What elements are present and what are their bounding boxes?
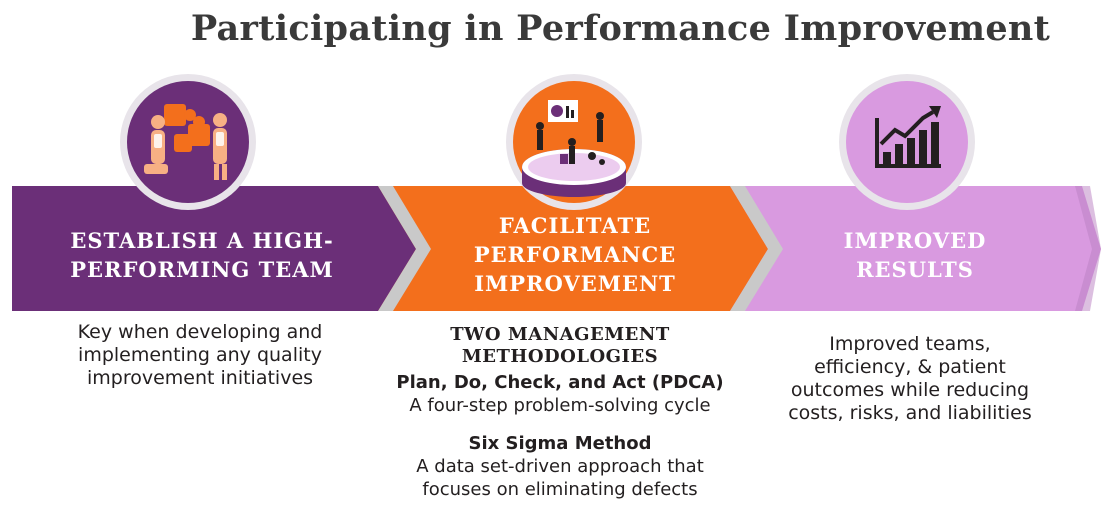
methodologies-heading: TWO MANAGEMENT METHODOLOGIES [450, 324, 670, 367]
methodologies-section: TWO MANAGEMENT METHODOLOGIES Plan, Do, C… [380, 324, 740, 501]
method-six-sigma-description: A data set-driven approach that focuses … [416, 456, 704, 500]
stage-1-description: Key when developing and implementing any… [77, 321, 323, 389]
stage-2-chevron-shadow [730, 186, 783, 311]
page-title: Participating in Performance Improvement [190, 8, 1051, 49]
stage-1-banner [12, 186, 416, 311]
stage-3-banner [715, 186, 1101, 311]
growth-chart-icon [839, 74, 975, 210]
performance-platform-icon [506, 74, 642, 210]
stage-2-banner-label: FACILITATE PERFORMANCE IMPROVEMENT [473, 213, 677, 296]
team-puzzle-icon [120, 74, 256, 210]
stage-2-banner [370, 186, 768, 311]
stage-1-chevron-shadow [378, 186, 431, 311]
stage-3-banner-label: IMPROVED RESULTS [843, 228, 987, 282]
method-six-sigma-name: Six Sigma Method [468, 433, 652, 454]
stage-3-chevron-shadow [1075, 186, 1101, 311]
stage-3-description: Improved teams, efficiency, & patient ou… [788, 333, 1032, 424]
stage-1-banner-label: ESTABLISH A HIGH- PERFORMING TEAM [70, 228, 334, 282]
method-pdca-description: A four-step problem-solving cycle [409, 395, 711, 416]
method-pdca-name: Plan, Do, Check, and Act (PDCA) [396, 372, 724, 393]
